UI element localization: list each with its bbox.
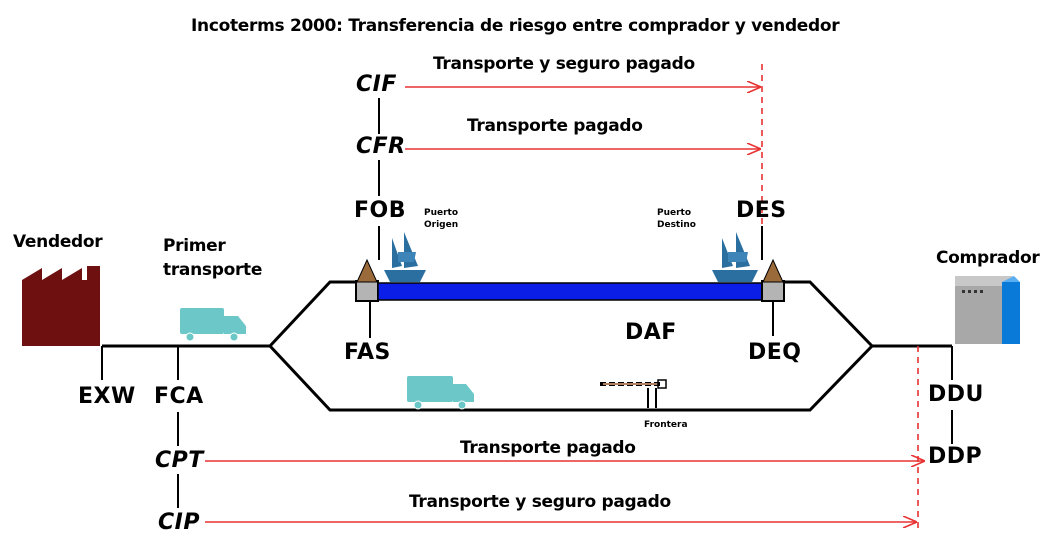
term-cpt: CPT [155, 448, 204, 473]
port-origin-bollard [356, 258, 378, 283]
port-origin-label-line2: Origen [424, 220, 459, 230]
term-ddp: DDP [928, 444, 983, 469]
seller-label: Vendedor [13, 232, 103, 252]
term-ddu: DDU [928, 382, 984, 407]
border-barrier-icon [600, 379, 667, 408]
term-cfr: CFR [356, 134, 406, 159]
truck-icon-first-carrier [180, 308, 246, 342]
term-fob: FOB [354, 198, 406, 223]
buyer-label: Comprador [936, 248, 1040, 268]
first-carrier-label-line2: transporte [163, 260, 263, 280]
port-destination-dock [761, 280, 785, 302]
sea-route-bar [377, 282, 763, 301]
first-carrier-label-line1: Primer [163, 236, 226, 256]
port-destination-label-line1: Puerto [657, 208, 692, 218]
diagram-title: Incoterms 2000: Transferencia de riesgo … [191, 16, 840, 36]
term-fas: FAS [344, 340, 391, 365]
route-hexagon [267, 280, 875, 412]
term-deq: DEQ [748, 340, 802, 365]
port-destination-label-line2: Destino [657, 220, 696, 230]
term-des: DES [736, 198, 787, 223]
term-daf: DAF [625, 320, 677, 345]
arrow-label-cif: Transporte y seguro pagado [433, 54, 695, 74]
term-fca: FCA [154, 384, 204, 409]
factory-icon [22, 266, 100, 346]
port-origin-label-line1: Puerto [424, 208, 459, 218]
warehouse-icon [955, 276, 1020, 344]
term-exw: EXW [78, 384, 136, 409]
arrow-label-cfr: Transporte pagado [467, 116, 643, 136]
port-origin-dock [355, 280, 379, 302]
arrow-label-cip: Transporte y seguro pagado [409, 492, 671, 512]
arrow-label-cpt: Transporte pagado [460, 438, 636, 458]
term-cip: CIP [158, 510, 200, 535]
border-label: Frontera [644, 420, 688, 430]
ship-icon-destination [712, 232, 758, 282]
truck-icon-land-route [407, 376, 474, 410]
port-destination-bollard [762, 258, 784, 283]
ship-icon-origin [384, 232, 426, 282]
term-cif: CIF [356, 72, 397, 97]
